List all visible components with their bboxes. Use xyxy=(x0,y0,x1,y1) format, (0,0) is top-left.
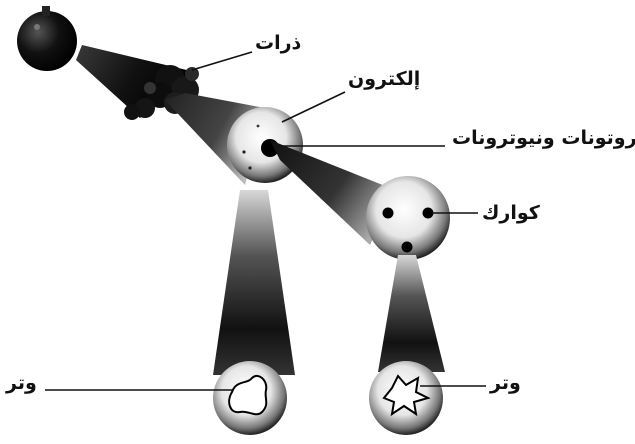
zoom-beam-quark-to-string xyxy=(378,255,445,372)
label-string-right: وتر xyxy=(490,374,521,393)
pointer-electron xyxy=(282,92,345,122)
pointer-atoms xyxy=(192,52,252,70)
string-sphere-right xyxy=(369,361,443,435)
label-atoms: ذرات xyxy=(255,34,301,53)
nucleon-sphere xyxy=(366,176,450,260)
atom-sphere xyxy=(227,107,303,183)
label-protons-neutrons: بروتونات ونيوترونات xyxy=(452,129,635,148)
label-quarks: كوارك xyxy=(482,204,540,223)
apple-icon xyxy=(17,6,77,71)
string-sphere-left xyxy=(213,361,287,435)
zoom-beam-electron-to-string xyxy=(213,190,295,375)
label-electron: إلكترون xyxy=(348,70,420,89)
label-string-left: وتر xyxy=(6,374,37,393)
